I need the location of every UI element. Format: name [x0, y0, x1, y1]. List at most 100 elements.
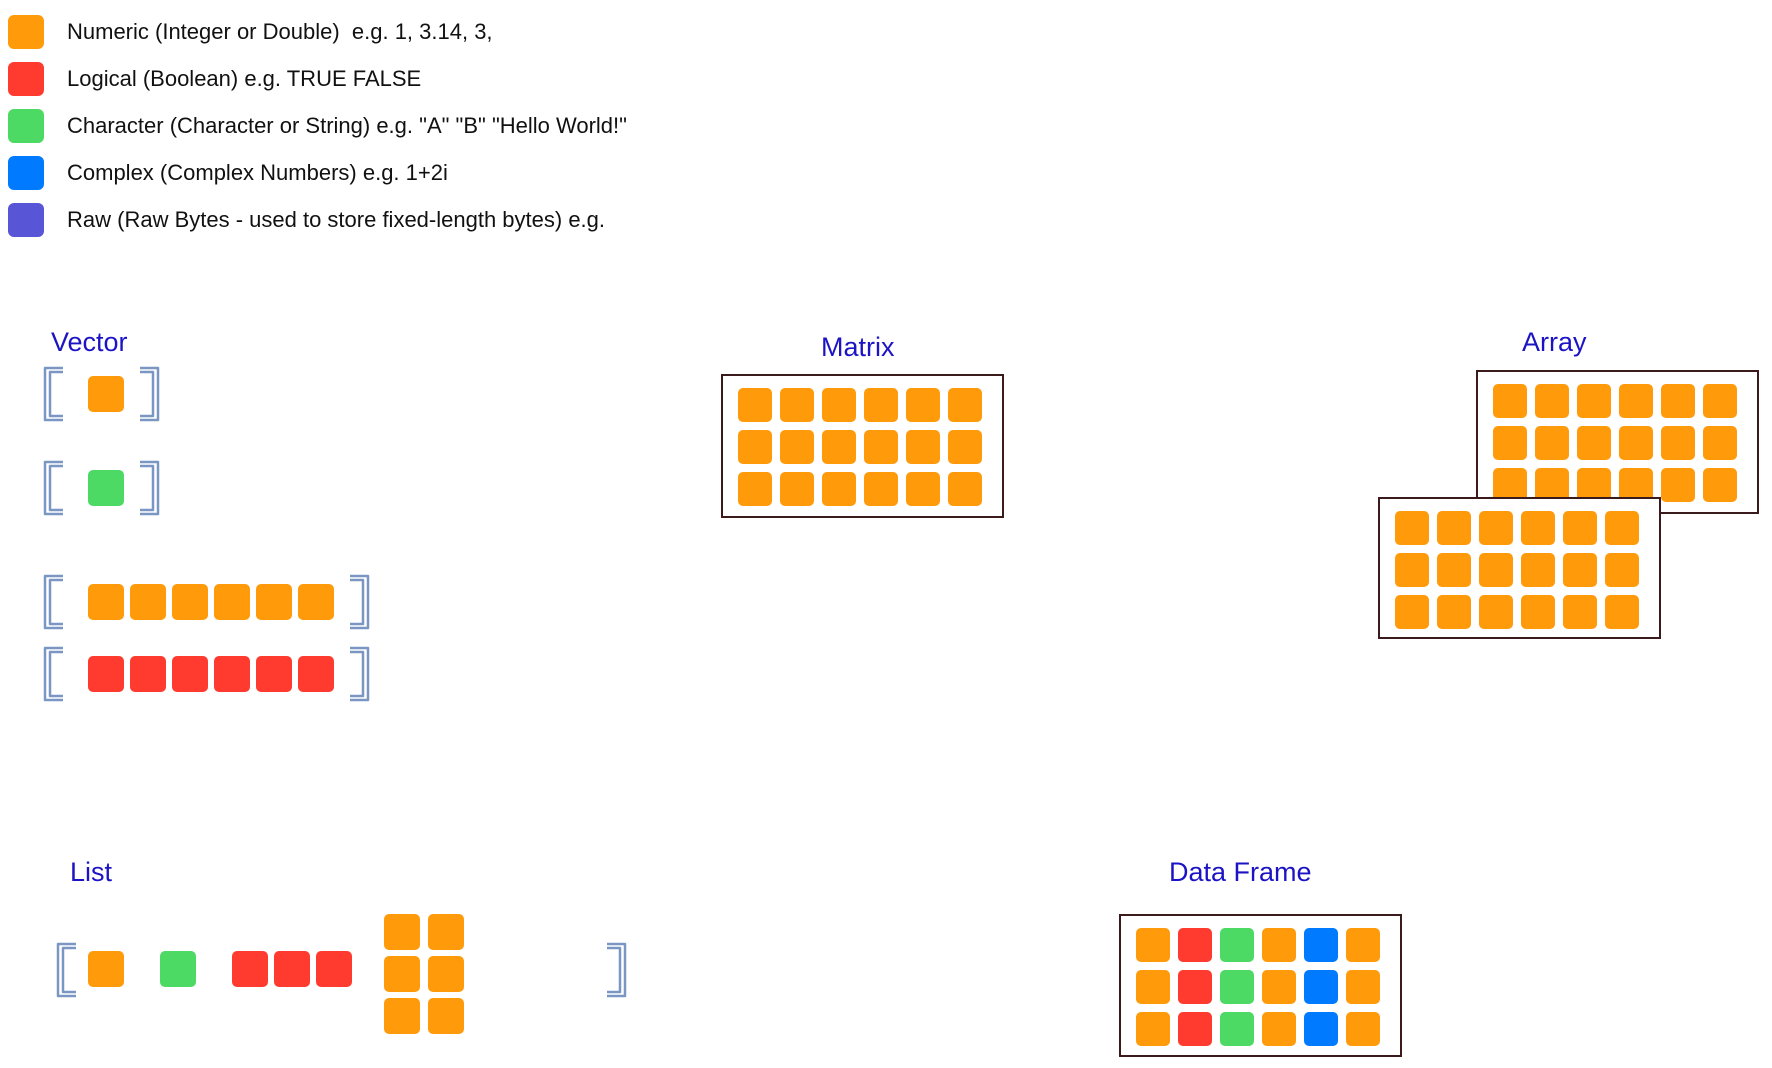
- data-frame-cell-character: [1220, 1012, 1254, 1046]
- type-legend: Numeric (Integer or Double) e.g. 1, 3.14…: [8, 8, 627, 243]
- array-back-cell-numeric: [1619, 384, 1653, 418]
- array-back-cell-numeric: [1577, 384, 1611, 418]
- list-element-numeric: [88, 951, 124, 987]
- data-frame-grid: [1136, 928, 1380, 1046]
- array-back-cell-numeric: [1619, 468, 1653, 502]
- array-back-cell-numeric: [1703, 426, 1737, 460]
- legend-item-logical: Logical (Boolean) e.g. TRUE FALSE: [8, 55, 627, 102]
- list-open-bracket: [56, 942, 76, 998]
- vector-element-logical: [172, 656, 208, 692]
- array-back-cell-numeric: [1493, 426, 1527, 460]
- array-front-cell-numeric: [1479, 511, 1513, 545]
- data-frame-cell-complex: [1304, 970, 1338, 1004]
- data-frame-cell-numeric: [1346, 970, 1380, 1004]
- array-front-cell-numeric: [1395, 595, 1429, 629]
- vector-open-bracket: [43, 460, 63, 516]
- array-front-cell-numeric: [1395, 511, 1429, 545]
- legend-swatch-character: [8, 108, 44, 143]
- matrix-cell-numeric: [822, 472, 856, 506]
- data-frame-frame: [1119, 914, 1402, 1057]
- matrix-cell-numeric: [864, 388, 898, 422]
- array-back-cell-numeric: [1493, 384, 1527, 418]
- matrix-cell-numeric: [864, 472, 898, 506]
- array-back-cell-numeric: [1703, 468, 1737, 502]
- matrix-cell-numeric: [948, 472, 982, 506]
- vector-element-character: [88, 470, 124, 506]
- array-back-cell-numeric: [1661, 468, 1695, 502]
- list-title: List: [70, 857, 113, 887]
- matrix-cell-numeric: [948, 388, 982, 422]
- array-title: Array: [1522, 327, 1587, 357]
- data-frame-cell-character: [1220, 970, 1254, 1004]
- legend-item-complex: Complex (Complex Numbers) e.g. 1+2i: [8, 149, 627, 196]
- matrix-cell-numeric: [738, 472, 772, 506]
- array-grid-front: [1395, 511, 1639, 629]
- vector-open-bracket: [43, 646, 63, 702]
- list-vector-element-logical: [316, 951, 352, 987]
- array-front-cell-numeric: [1437, 553, 1471, 587]
- matrix-frame: [721, 374, 1004, 518]
- data-frame-cell-logical: [1178, 970, 1212, 1004]
- data-frame-cell-character: [1220, 928, 1254, 962]
- matrix-cell-numeric: [906, 472, 940, 506]
- data-frame-cell-complex: [1304, 928, 1338, 962]
- array-layer-front: [1378, 497, 1661, 639]
- array-layer-back: [1476, 370, 1759, 514]
- legend-swatch-raw: [8, 202, 44, 237]
- array-front-cell-numeric: [1521, 553, 1555, 587]
- legend-swatch-logical: [8, 61, 44, 96]
- vector-element-logical: [298, 656, 334, 692]
- data-frame-title: Data Frame: [1169, 857, 1312, 887]
- legend-swatch-complex: [8, 155, 44, 190]
- list-element-character: [160, 951, 196, 987]
- vector-close-bracket: [350, 574, 370, 630]
- matrix-cell-numeric: [822, 430, 856, 464]
- data-frame-cell-numeric: [1262, 970, 1296, 1004]
- vector-element-numeric: [88, 376, 124, 412]
- data-frame-cell-logical: [1178, 1012, 1212, 1046]
- array-back-cell-numeric: [1703, 384, 1737, 418]
- matrix-grid: [738, 388, 982, 506]
- matrix-cell-numeric: [864, 430, 898, 464]
- array-back-cell-numeric: [1619, 426, 1653, 460]
- array-front-cell-numeric: [1521, 511, 1555, 545]
- vector-element-numeric: [130, 584, 166, 620]
- list-matrix-element-numeric: [428, 956, 464, 992]
- array-front-cell-numeric: [1437, 595, 1471, 629]
- vector-close-bracket: [140, 366, 160, 422]
- list-matrix-element-numeric: [384, 914, 420, 950]
- matrix-cell-numeric: [738, 430, 772, 464]
- array-front-cell-numeric: [1605, 553, 1639, 587]
- legend-label: Raw (Raw Bytes - used to store fixed-len…: [67, 206, 606, 232]
- vector-open-bracket: [43, 574, 63, 630]
- legend-label: Character (Character or String) e.g. "A"…: [67, 112, 627, 138]
- array-front-cell-numeric: [1563, 511, 1597, 545]
- matrix-cell-numeric: [780, 430, 814, 464]
- list-matrix-element-numeric: [384, 956, 420, 992]
- vector-element-logical: [214, 656, 250, 692]
- vector-open-bracket: [43, 366, 63, 422]
- array-front-cell-numeric: [1479, 595, 1513, 629]
- vector-element-numeric: [298, 584, 334, 620]
- vector-element-numeric: [214, 584, 250, 620]
- array-back-cell-numeric: [1493, 468, 1527, 502]
- legend-item-character: Character (Character or String) e.g. "A"…: [8, 102, 627, 149]
- array-front-cell-numeric: [1563, 595, 1597, 629]
- vector-close-bracket: [140, 460, 160, 516]
- array-front-cell-numeric: [1563, 553, 1597, 587]
- vector-element-numeric: [88, 584, 124, 620]
- array-back-cell-numeric: [1535, 384, 1569, 418]
- array-front-cell-numeric: [1437, 511, 1471, 545]
- list-matrix-element-numeric: [428, 914, 464, 950]
- matrix-cell-numeric: [822, 388, 856, 422]
- data-frame-cell-numeric: [1346, 1012, 1380, 1046]
- matrix-title: Matrix: [821, 332, 895, 362]
- array-back-cell-numeric: [1577, 468, 1611, 502]
- array-back-cell-numeric: [1661, 384, 1695, 418]
- array-back-cell-numeric: [1535, 426, 1569, 460]
- legend-item-raw: Raw (Raw Bytes - used to store fixed-len…: [8, 196, 627, 243]
- matrix-cell-numeric: [780, 388, 814, 422]
- vector-element-numeric: [172, 584, 208, 620]
- list-matrix-element-numeric: [384, 998, 420, 1034]
- array-back-cell-numeric: [1661, 426, 1695, 460]
